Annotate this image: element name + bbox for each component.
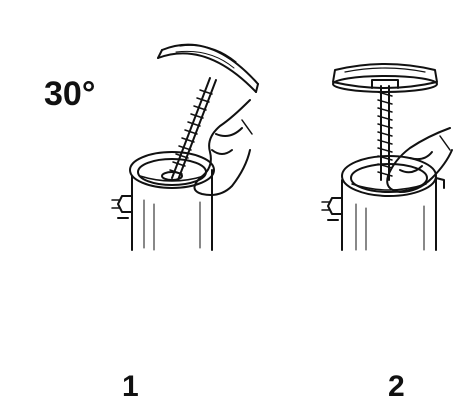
- hand-icon: [386, 127, 453, 193]
- step1-illustration: [111, 43, 259, 251]
- step-number-2: 2: [388, 370, 405, 403]
- step2-illustration: [321, 63, 453, 251]
- screw-lid-icon: [332, 63, 438, 181]
- step-number-1: 1: [122, 370, 139, 403]
- angle-annotation: 30°: [44, 75, 96, 113]
- drum-container-icon: [321, 155, 445, 251]
- drum-container-icon: [111, 151, 215, 251]
- screw-lid-icon: [157, 43, 259, 181]
- hand-icon: [193, 99, 253, 196]
